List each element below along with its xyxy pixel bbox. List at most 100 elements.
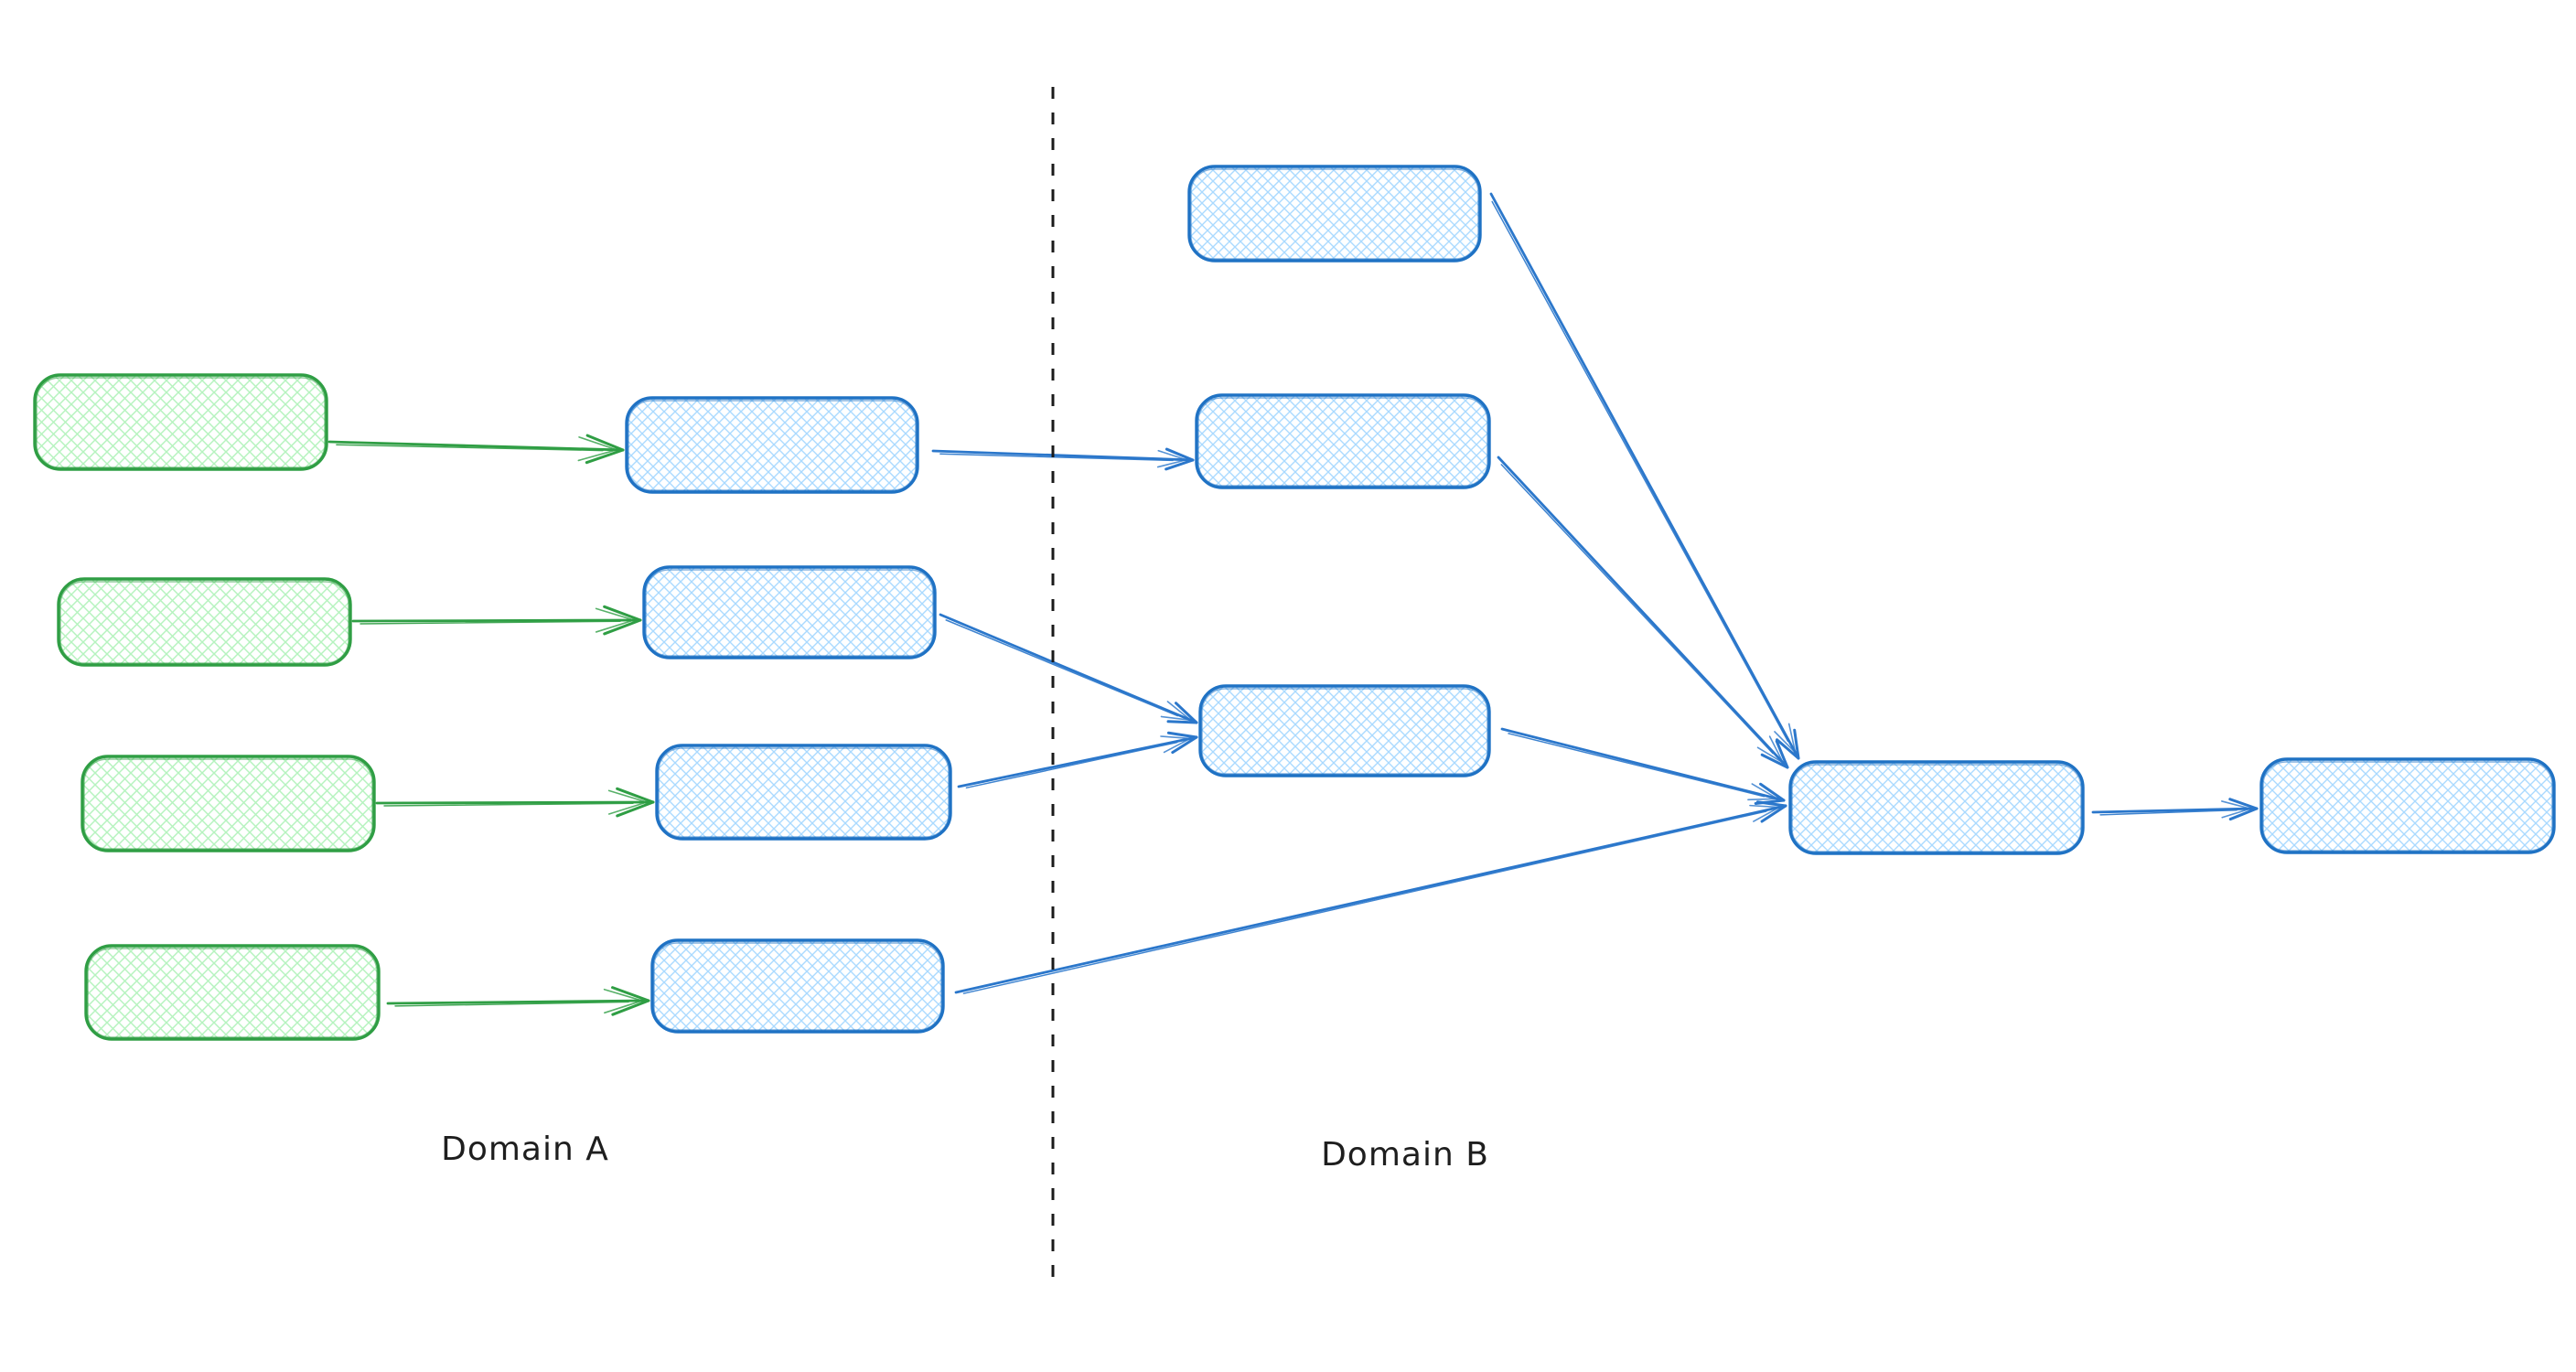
edge-b3-b4-arrowhead-wing-echo-1 <box>1751 783 1779 800</box>
edge-g1-a1-arrowhead-wing-1 <box>585 434 625 452</box>
green-node-1 <box>33 373 328 471</box>
edge-b2-b4-shaft-echo <box>1500 464 1774 755</box>
edge-a3-b3-arrowhead-wing-2 <box>1171 735 1198 755</box>
blue-node-a3-shape-echo <box>658 747 950 838</box>
annotations-layer: Domain A Domain B <box>441 87 1489 1279</box>
edge-g3-a3-arrowhead-wing-echo-2 <box>607 801 648 815</box>
blue-node-b4-shape <box>1788 760 2085 855</box>
edge-g3-a3-shaft-echo <box>383 802 634 807</box>
edge-a2-b3-shaft-echo <box>945 619 1179 717</box>
green-node-4-shape-echo <box>87 948 378 1038</box>
blue-node-a2-shape <box>642 565 937 659</box>
edge-b2-b4-arrowhead-wing-2 <box>1760 753 1789 769</box>
edge-g2-a2-shaft-echo <box>360 620 621 625</box>
edge-b4-b5-shaft <box>2091 807 2256 814</box>
edge-b1-b4-shaft <box>1489 192 1798 757</box>
edge-a1-b2-shaft <box>931 449 1192 462</box>
edge-g4-a4-shaft <box>386 999 648 1005</box>
edge-g2-a2-arrowhead-wing-2 <box>603 618 642 636</box>
edge-a3-b3-shaft <box>957 736 1196 788</box>
edge-a1-b2-arrowhead-wing-1 <box>1165 447 1195 462</box>
green-node-3-shape <box>80 755 376 852</box>
edge-a2-b3 <box>939 613 1198 724</box>
edge-g4-a4-arrowhead-wing-1 <box>611 986 650 1002</box>
edge-b2-b4-arrowhead-wing-1 <box>1775 739 1789 769</box>
nodes-layer <box>33 165 2556 1041</box>
green-node-2 <box>57 577 352 667</box>
edge-b3-b4-shaft <box>1500 727 1783 801</box>
blue-node-b5-shape-echo <box>2262 761 2553 852</box>
blue-node-b5 <box>2259 757 2556 854</box>
edge-a2-b3-arrowhead-wing-echo-2 <box>1160 715 1192 722</box>
blue-node-b3-shape <box>1198 684 1491 777</box>
blue-node-b1 <box>1187 165 1482 263</box>
edge-g3-a3 <box>375 787 655 818</box>
edge-b2-b4-arrowhead-wing-echo-2 <box>1756 746 1785 764</box>
edge-g3-a3-shaft <box>375 800 652 805</box>
edge-b4-b5 <box>2091 798 2259 821</box>
edge-a4-b4-arrowhead-wing-echo-2 <box>1753 806 1780 822</box>
edge-a2-b3-shaft <box>939 613 1196 724</box>
edge-b2-b4 <box>1497 456 1789 769</box>
edge-b1-b4-arrowhead-wing-1 <box>1793 728 1800 760</box>
edge-b1-b4 <box>1489 192 1800 760</box>
edge-g1-a1-shaft <box>327 440 622 452</box>
edge-a2-b3-arrowhead-wing-1 <box>1175 702 1198 724</box>
edge-g2-a2-shaft <box>351 618 639 623</box>
edge-b1-b4-shaft-echo <box>1491 200 1789 743</box>
edge-b1-b4-arrowhead-wing-echo-1 <box>1787 723 1797 754</box>
edge-b3-b4 <box>1500 727 1786 805</box>
green-node-2-shape <box>57 577 352 667</box>
edge-g4-a4-arrowhead-wing-2 <box>611 999 650 1016</box>
domain-a-label: Domain A <box>441 1131 609 1168</box>
edge-b4-b5-arrowhead-wing-2 <box>2228 807 2259 821</box>
blue-node-a4-shape <box>650 938 945 1034</box>
edge-b3-b4-arrowhead-wing-2 <box>1754 799 1786 805</box>
blue-node-a3 <box>655 744 952 841</box>
edge-g3-a3-arrowhead-wing-1 <box>616 787 655 804</box>
edge-a1-b2-arrowhead-wing-echo-1 <box>1157 449 1187 461</box>
edge-g2-a2-arrowhead-wing-echo-1 <box>595 607 635 621</box>
edge-g1-a1 <box>327 434 625 465</box>
edge-g3-a3-arrowhead-wing-echo-1 <box>607 789 648 803</box>
edge-g2-a2 <box>351 605 642 636</box>
edge-a3-b3-arrowhead-wing-echo-2 <box>1163 737 1191 754</box>
edge-g4-a4 <box>386 986 650 1016</box>
blue-node-a1-shape <box>625 396 919 494</box>
edge-a1-b2 <box>931 447 1195 471</box>
edge-b3-b4-arrowhead-wing-1 <box>1759 782 1786 802</box>
green-node-2-shape-echo <box>59 581 349 664</box>
blue-node-a1 <box>625 396 919 494</box>
edge-a3-b3-shaft-echo <box>965 741 1178 789</box>
edge-g3-a3-arrowhead-wing-2 <box>616 800 655 818</box>
edge-b4-b5-arrowhead-wing-1 <box>2228 798 2259 810</box>
blue-node-b3 <box>1198 684 1491 777</box>
green-node-3 <box>80 755 376 852</box>
edge-g2-a2-arrowhead-wing-echo-2 <box>595 619 635 633</box>
edge-g4-a4-arrowhead-wing-echo-2 <box>604 1000 643 1014</box>
edge-b4-b5-arrowhead-wing-echo-2 <box>2221 808 2251 819</box>
blue-node-a4-shape-echo <box>653 942 942 1031</box>
edge-g1-a1-arrowhead-wing-2 <box>585 448 625 465</box>
edge-b1-b4-arrowhead-wing-echo-2 <box>1774 731 1797 754</box>
edges-layer <box>327 192 2259 1016</box>
edge-a2-b3-arrowhead-wing-echo-1 <box>1166 701 1192 722</box>
edge-b2-b4-arrowhead-wing-echo-1 <box>1768 735 1785 764</box>
blue-node-a4 <box>650 938 945 1034</box>
edge-a3-b3-arrowhead-wing-echo-1 <box>1160 735 1191 740</box>
blue-node-a1-shape-echo <box>628 400 917 491</box>
edge-g4-a4-shaft-echo <box>394 1001 629 1007</box>
blue-node-b2 <box>1195 393 1491 489</box>
edge-b4-b5-shaft-echo <box>2099 809 2238 816</box>
blue-node-b4-shape-echo <box>1791 764 2082 852</box>
green-node-1-shape-echo <box>36 377 326 468</box>
blue-node-b4 <box>1788 760 2085 855</box>
edge-g4-a4-arrowhead-wing-echo-1 <box>603 988 643 1002</box>
green-node-4 <box>84 944 381 1041</box>
edge-a4-b4-shaft <box>954 805 1785 994</box>
blue-node-b1-shape-echo <box>1190 168 1479 260</box>
edge-a4-b4-arrowhead-wing-echo-1 <box>1749 804 1780 809</box>
domain-b-label: Domain B <box>1321 1136 1489 1174</box>
edge-a3-b3-arrowhead-wing-1 <box>1166 731 1198 739</box>
